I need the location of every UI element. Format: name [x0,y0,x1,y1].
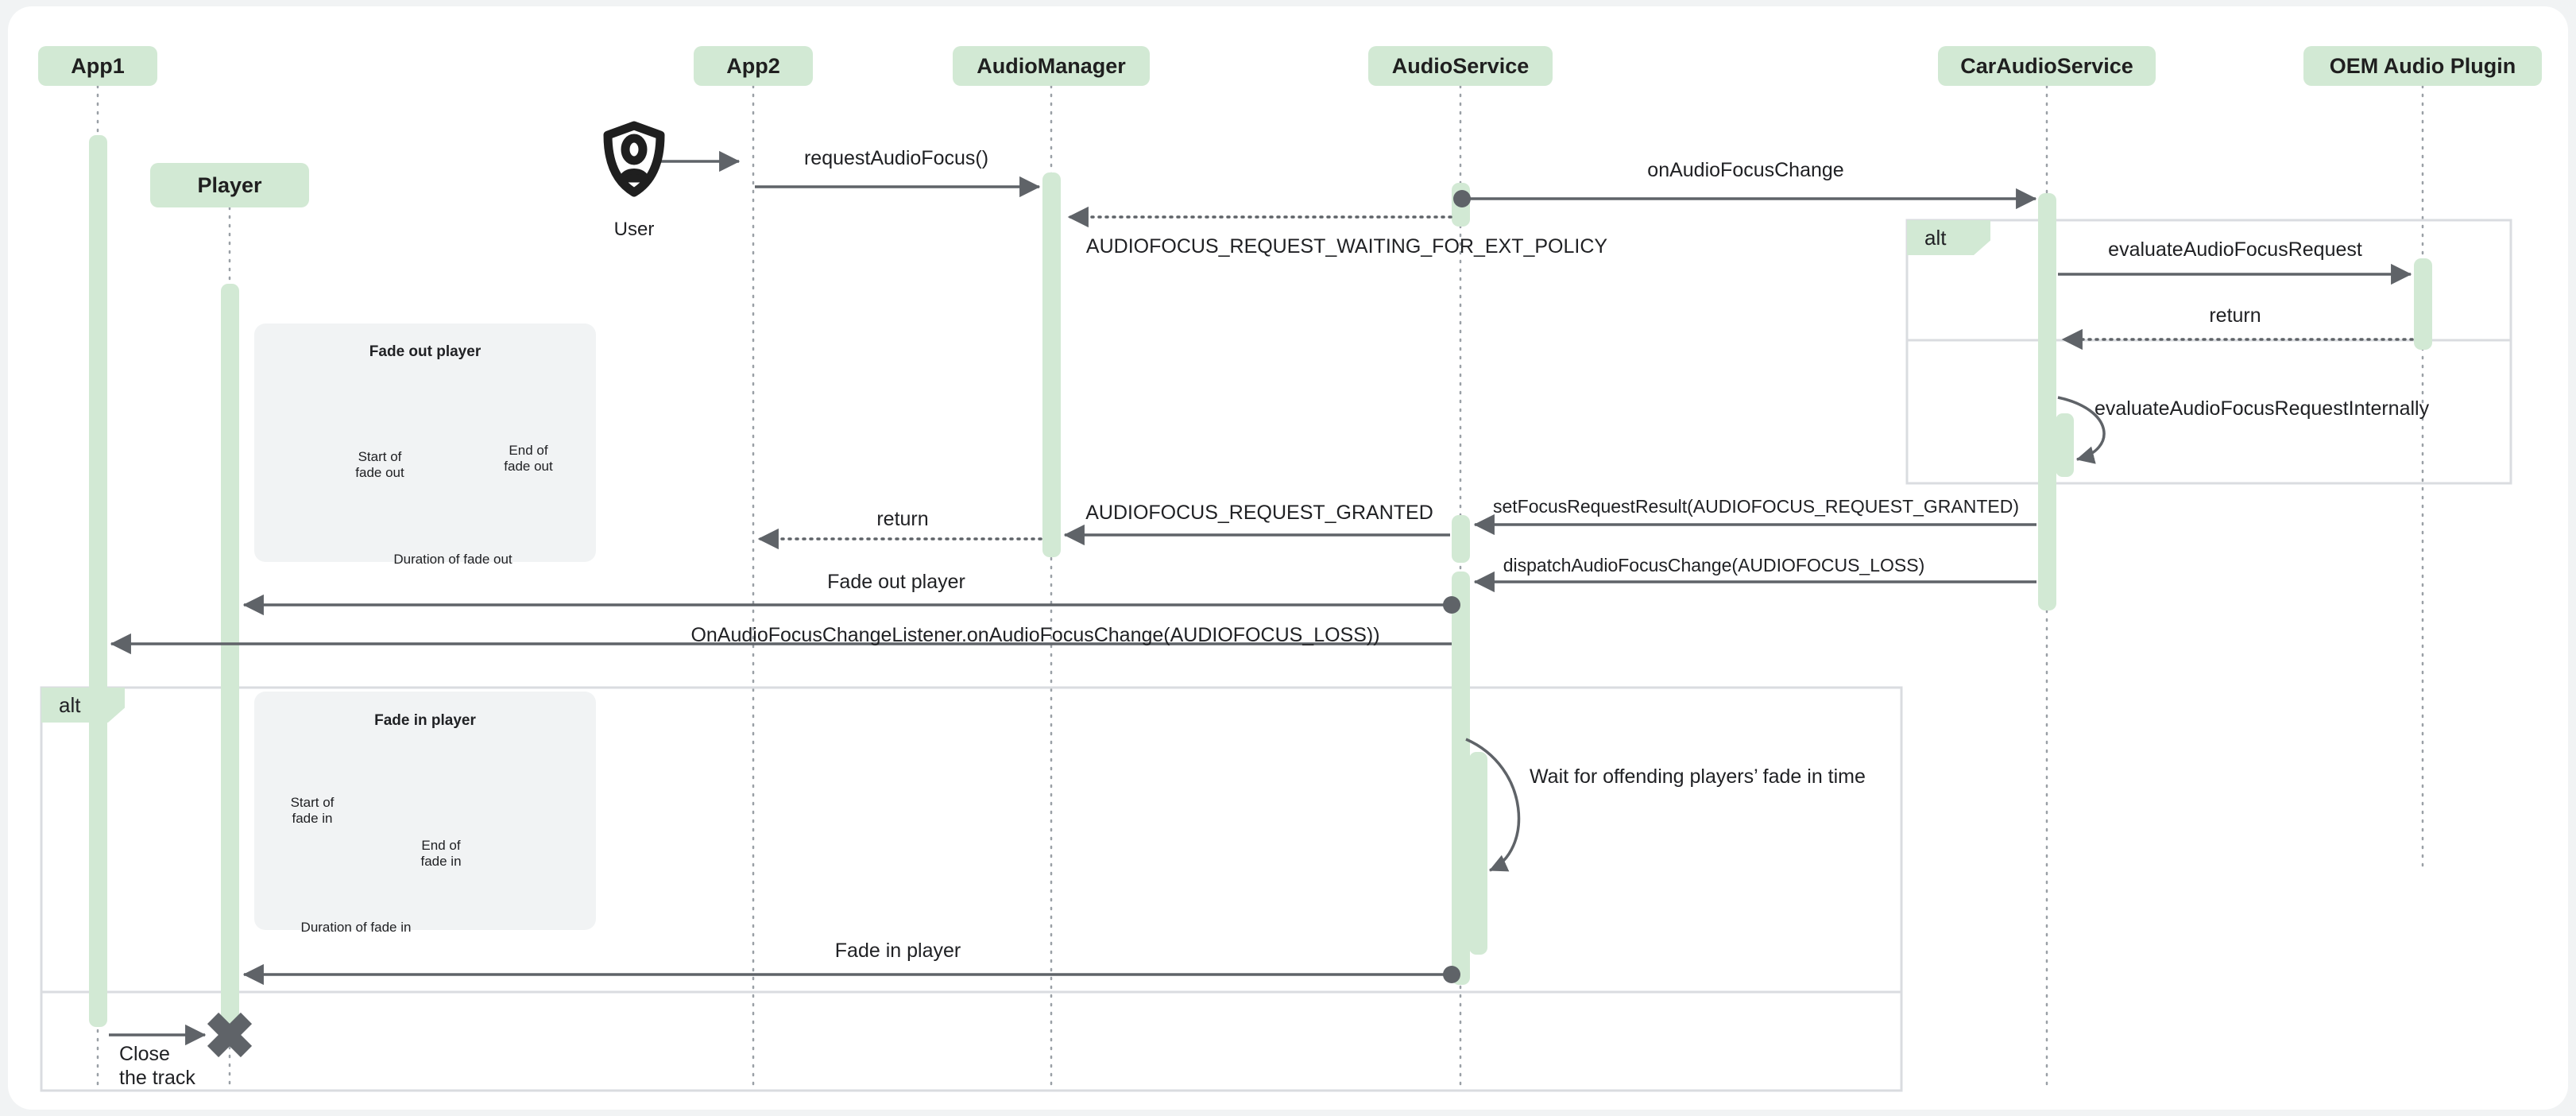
activation-oemplugin [2414,258,2432,350]
lifeline-head-oemplugin-label: OEM Audio Plugin [2329,53,2516,78]
lifeline-head-app2-label: App2 [726,53,780,78]
msg-label-set-focus-request-result: setFocusRequestResult(AUDIOFOCUS_REQUEST… [1492,496,2020,517]
msg-label-audiofocus-request-granted: AUDIOFOCUS_REQUEST_GRANTED [1085,502,1433,524]
fragment-boxes [40,219,2512,1092]
activation-caraudio-nested [2056,413,2074,477]
msg-label-request-audio-focus: requestAudioFocus() [803,147,989,169]
msg-fade-out-player-origin [1443,596,1460,614]
msg-label-dispatch-audio-focus-change: dispatchAudioFocusChange(AUDIOFOCUS_LOSS… [1503,555,1925,575]
lifeline-head-caraudio-label: CarAudioService [1960,53,2133,78]
lifeline-head-caraudio[interactable]: CarAudioService [1938,46,2156,86]
user-shield-icon [603,121,665,197]
destroy-x-icon [207,1012,253,1058]
fade-out-inset-title: Fade out player [369,343,482,360]
message-arrows [109,150,2414,1046]
msg-wait-fade-in-self [1465,738,1521,872]
msg-label-on-audio-focus-change-listener: OnAudioFocusChangeListener.onAudioFocusC… [690,624,1380,646]
fade-in-inset-bg [254,692,596,930]
msg-fade-in-player-origin [1443,966,1460,983]
msg-label-return-oem: return [2209,304,2261,327]
actor-user-caption: User [613,219,655,240]
msg-label-evaluate-internally: evaluateAudioFocusRequestInternally [2094,397,2430,420]
fragment-alt-right-label: alt [1924,225,1947,250]
msg-on-audio-focus-change-origin [1453,190,1471,207]
activation-audioservice-3 [1452,572,1470,985]
msg-label-on-audio-focus-change: onAudioFocusChange [1647,159,1844,181]
fade-in-inset-title: Fade in player [374,712,476,729]
msg-label-return-audiomanager: return [876,508,929,530]
fragment-alt-left [40,686,1903,1092]
lifeline-head-audioservice-label: AudioService [1391,53,1530,78]
fade-out-end-label: End of fade out [504,443,553,475]
msg-label-close-the-track: Close the track [119,1043,195,1089]
msg-label-fade-in-player: Fade in player [834,940,961,962]
activation-audiomanager [1042,172,1061,557]
msg-label-wait-fade-in: Wait for offending players’ fade in time [1530,765,1866,788]
msg-evaluate-internally-self [2057,396,2106,464]
lifeline-head-app1[interactable]: App1 [38,46,157,86]
fragment-alt-left-tab: alt [41,688,125,723]
activation-bars [89,135,2432,1035]
lifeline-head-app1-label: App1 [71,53,125,78]
fade-in-end-label: End of fade in [420,838,462,870]
lifeline-head-audiomanager-label: AudioManager [977,53,1126,78]
fade-out-start-label: Start of fade out [355,449,404,481]
lifeline-head-app2[interactable]: App2 [694,46,813,86]
fragment-alt-right [1905,219,2512,485]
msg-label-fade-out-player: Fade out player [827,571,965,593]
fade-in-start-label: Start of fade in [290,795,335,827]
msg-label-waiting-for-ext-policy: AUDIOFOCUS_REQUEST_WAITING_FOR_EXT_POLIC… [1085,235,1608,258]
lifeline-head-oemplugin[interactable]: OEM Audio Plugin [2303,46,2542,86]
fade-in-duration-label: Duration of fade in [300,920,412,935]
activation-audioservice-2 [1452,515,1470,563]
lifeline-head-audioservice[interactable]: AudioService [1368,46,1553,86]
lifeline-head-audiomanager[interactable]: AudioManager [953,46,1150,86]
lifeline-head-player-label: Player [197,172,262,197]
activation-audioservice-nested [1469,752,1487,955]
activation-app1 [89,135,107,1027]
activation-player [221,284,239,1035]
lifeline-head-player[interactable]: Player [150,163,309,207]
fade-out-duration-label: Duration of fade out [393,552,512,567]
activation-caraudio [2038,193,2056,610]
fragment-alt-left-label: alt [59,692,81,717]
fade-out-inset-bg [254,324,596,562]
msg-label-evaluate-audio-focus-request: evaluateAudioFocusRequest [2108,238,2362,261]
fragment-alt-right-tab: alt [1907,220,1990,255]
